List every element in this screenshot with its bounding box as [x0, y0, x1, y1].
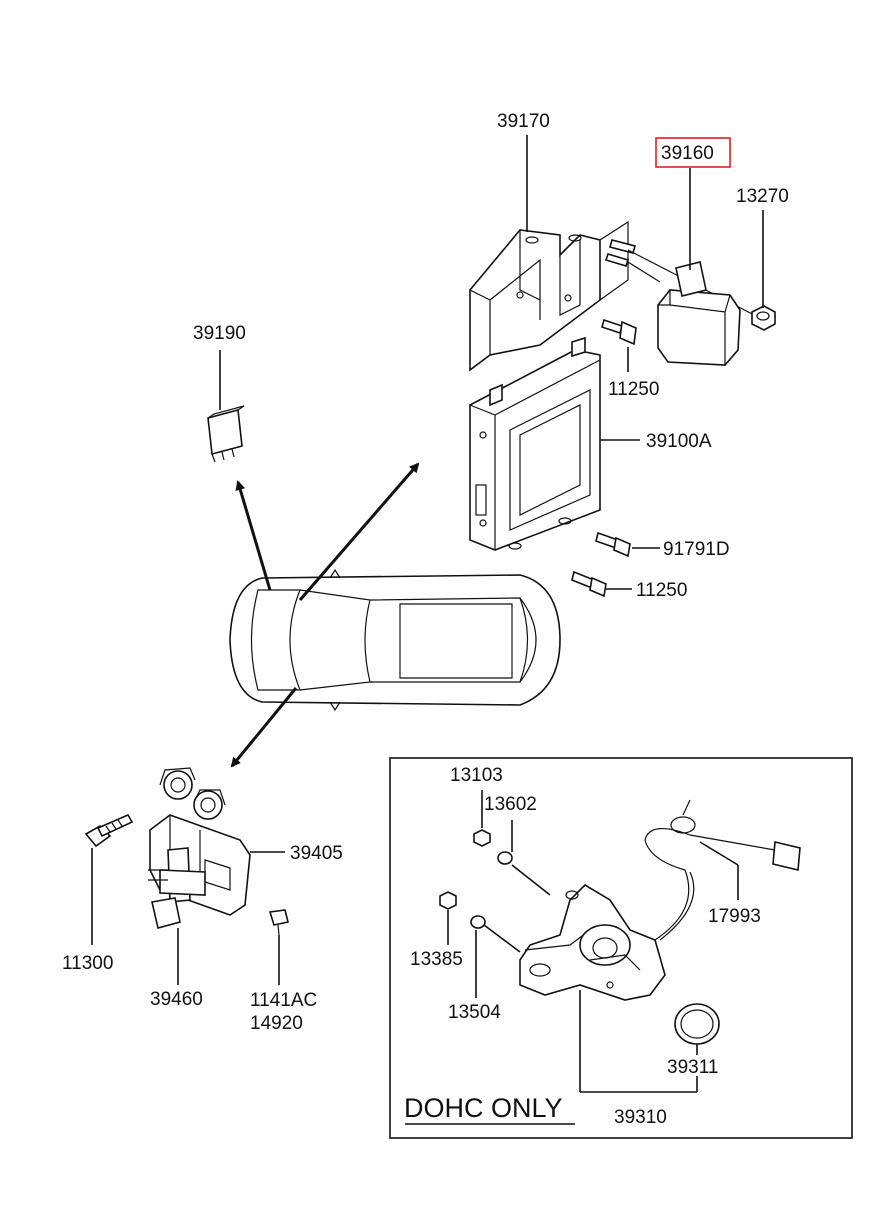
- nut-13270[interactable]: [751, 305, 776, 331]
- bolt-11250-upper[interactable]: [601, 318, 637, 346]
- harness-17993[interactable]: [644, 799, 801, 941]
- label-91791D[interactable]: 91791D: [663, 539, 730, 560]
- label-17993[interactable]: 17993: [708, 906, 761, 927]
- ecu-39100A[interactable]: [469, 336, 601, 551]
- label-11300[interactable]: 11300: [62, 953, 113, 974]
- part-labels: 39170 39160 13270 39190 11250 39100A 917…: [62, 111, 789, 1128]
- label-14920[interactable]: 14920: [250, 1013, 303, 1034]
- label-13504[interactable]: 13504: [448, 1002, 501, 1023]
- relay-39160[interactable]: [657, 261, 741, 366]
- label-39460[interactable]: 39460: [150, 989, 203, 1010]
- location-arrows: [230, 462, 420, 768]
- oring-39311[interactable]: [674, 1003, 720, 1045]
- label-11250-lower[interactable]: 11250: [636, 580, 687, 601]
- label-11250-upper[interactable]: 11250: [608, 379, 659, 400]
- inset-title: DOHC ONLY: [404, 1093, 563, 1123]
- throttle-position-sensor-39310[interactable]: [519, 883, 666, 1001]
- inset-small-parts[interactable]: [439, 829, 513, 929]
- vehicle-outline: [229, 568, 561, 712]
- label-39405[interactable]: 39405: [290, 843, 343, 864]
- bolt-91791D[interactable]: [595, 531, 631, 558]
- label-39310[interactable]: 39310: [614, 1107, 667, 1128]
- label-39100A[interactable]: 39100A: [646, 431, 712, 452]
- leader-lines: [91, 135, 764, 1125]
- bolt-11250-lower[interactable]: [571, 570, 607, 598]
- label-39160[interactable]: 39160: [661, 143, 714, 164]
- label-13270[interactable]: 13270: [736, 186, 789, 207]
- label-39190[interactable]: 39190: [193, 323, 246, 344]
- dohc-inset-frame: [389, 757, 853, 1139]
- label-13602[interactable]: 13602: [484, 794, 537, 815]
- highlight-box-39160: [655, 137, 731, 168]
- clip-1141AC[interactable]: [268, 909, 289, 936]
- bolt-11300[interactable]: [84, 813, 134, 848]
- relay-39190[interactable]: [207, 405, 245, 463]
- bracket-39170[interactable]: [469, 220, 629, 372]
- label-13385[interactable]: 13385: [410, 949, 463, 970]
- sensor-39460[interactable]: [148, 847, 206, 929]
- label-13103[interactable]: 13103: [450, 765, 503, 786]
- label-39311[interactable]: 39311: [667, 1057, 718, 1078]
- label-39170[interactable]: 39170: [497, 111, 550, 132]
- label-1141AC[interactable]: 1141AC: [250, 990, 317, 1011]
